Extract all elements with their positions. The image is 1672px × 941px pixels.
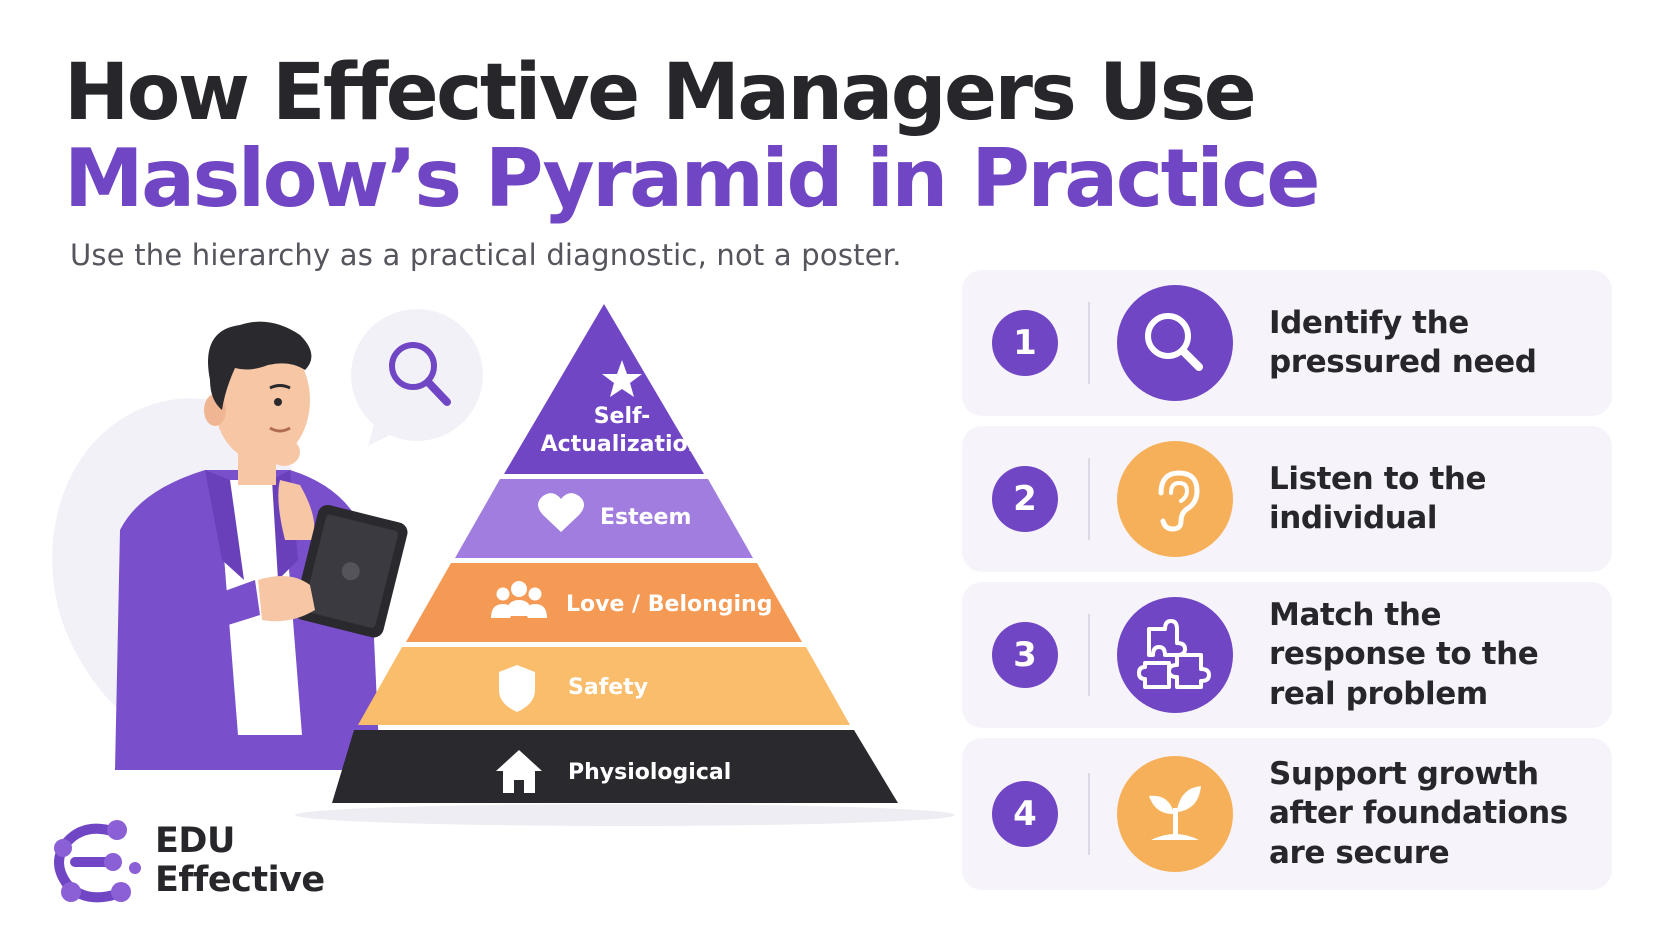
- step-card-2: 2 Listen to the individual: [962, 426, 1612, 572]
- step-divider: [1088, 302, 1090, 384]
- title-line-2: Maslow’s Pyramid in Practice: [64, 132, 1321, 225]
- pyramid-level-self-actualization: [504, 304, 704, 474]
- pyramid-label-safety: Safety: [568, 675, 648, 700]
- step-divider: [1088, 773, 1090, 855]
- pyramid-label-esteem: Esteem: [600, 505, 691, 530]
- magnifier-icon: [1145, 313, 1203, 371]
- pyramid-level-safety: [358, 647, 850, 725]
- step-card-1: 1 Identify the pressured need: [962, 270, 1612, 416]
- step-text: Support growth after foundations are sec…: [1269, 756, 1568, 871]
- manager-pyramid-scene: Self- Actualization Esteem Love / Belong…: [52, 304, 955, 826]
- shield-icon: [499, 665, 535, 712]
- pyramid-level-love-belonging: [406, 563, 802, 642]
- step-number-badge: 2: [992, 466, 1058, 532]
- step-icon-circle: [1117, 597, 1233, 713]
- molecule-logo-icon: [54, 820, 141, 903]
- step-divider: [1088, 614, 1090, 696]
- brand-line-2: Effective: [155, 860, 325, 901]
- manager-illustration: [115, 321, 408, 770]
- maslow-pyramid: Self- Actualization Esteem Love / Belong…: [332, 304, 898, 803]
- tablet: [293, 504, 408, 638]
- subtitle: Use the hierarchy as a practical diagnos…: [70, 238, 902, 272]
- step-number-badge: 3: [992, 622, 1058, 688]
- heart-icon: [538, 493, 584, 532]
- pyramid-label-self-line1: Self-: [594, 404, 651, 429]
- step-card-4: 4 Support growth after foundations are s…: [962, 738, 1612, 890]
- step-number-badge: 4: [992, 781, 1058, 847]
- puzzle-icon: [1137, 619, 1211, 689]
- brand-name: EDU Effective: [155, 821, 325, 901]
- ground-shadow: [295, 804, 955, 826]
- pyramid-label-physiological: Physiological: [568, 760, 731, 785]
- step-divider: [1088, 458, 1090, 540]
- step-icon-circle: [1117, 441, 1233, 557]
- bubble-magnifier-icon: [389, 342, 451, 406]
- pyramid-level-physiological: [332, 730, 898, 803]
- step-number-badge: 1: [992, 310, 1058, 376]
- ear-icon: [1158, 470, 1200, 532]
- brand-line-1: EDU: [155, 821, 235, 861]
- step-text: Match the response to the real problem: [1269, 597, 1539, 712]
- thought-bubble: [351, 309, 483, 446]
- brand-logo: EDU Effective: [45, 812, 345, 912]
- step-icon-circle: [1117, 756, 1233, 872]
- house-icon: [496, 750, 542, 793]
- step-text: Listen to the individual: [1269, 460, 1487, 536]
- pyramid-label-self-line2: Actualization: [541, 432, 704, 457]
- step-card-3: 3 Match the response to the real problem: [962, 582, 1612, 728]
- title-line-1: How Effective Managers Use: [64, 48, 1257, 138]
- step-text: Identify the pressured need: [1269, 304, 1537, 380]
- pyramid-level-esteem: [455, 479, 753, 558]
- sprout-icon: [1149, 786, 1201, 840]
- star-icon: [602, 360, 642, 397]
- people-icon: [491, 581, 547, 618]
- pyramid-label-love-belonging: Love / Belonging: [566, 592, 772, 617]
- step-icon-circle: [1117, 285, 1233, 401]
